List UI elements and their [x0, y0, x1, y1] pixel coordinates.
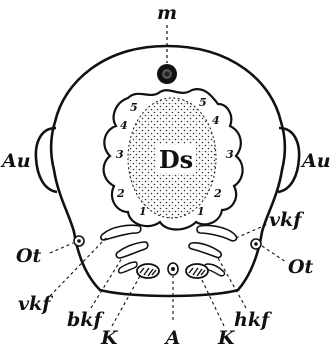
label-ds: Ds	[159, 145, 193, 174]
leader-left-ot	[50, 243, 73, 253]
label-m: m	[157, 2, 177, 24]
label-ot-left: Ot	[16, 245, 42, 267]
number-r1: 1	[197, 205, 205, 218]
number-l1: 1	[139, 205, 147, 218]
label-ot-right: Ot	[288, 256, 314, 278]
number-r4: 4	[212, 114, 220, 127]
label-k-left: K	[100, 327, 119, 349]
label-hkf: hkf	[234, 309, 272, 331]
number-l2: 2	[116, 187, 125, 200]
label-au-left: Au	[0, 150, 31, 172]
number-r3: 3	[226, 148, 234, 161]
number-l4: 4	[120, 119, 128, 132]
label-au-right: Au	[300, 150, 331, 172]
label-a: A	[164, 327, 181, 349]
number-r2: 2	[213, 187, 222, 200]
number-r5: 5	[199, 96, 207, 109]
number-l3: 3	[116, 148, 124, 161]
label-vkf-right: vkf	[269, 209, 304, 231]
label-k-right: K	[217, 327, 236, 349]
leader-right-ot	[262, 246, 286, 262]
label-vkf-left: vkf	[18, 293, 53, 315]
number-l5: 5	[130, 101, 138, 114]
label-bkf: bkf	[67, 309, 104, 331]
